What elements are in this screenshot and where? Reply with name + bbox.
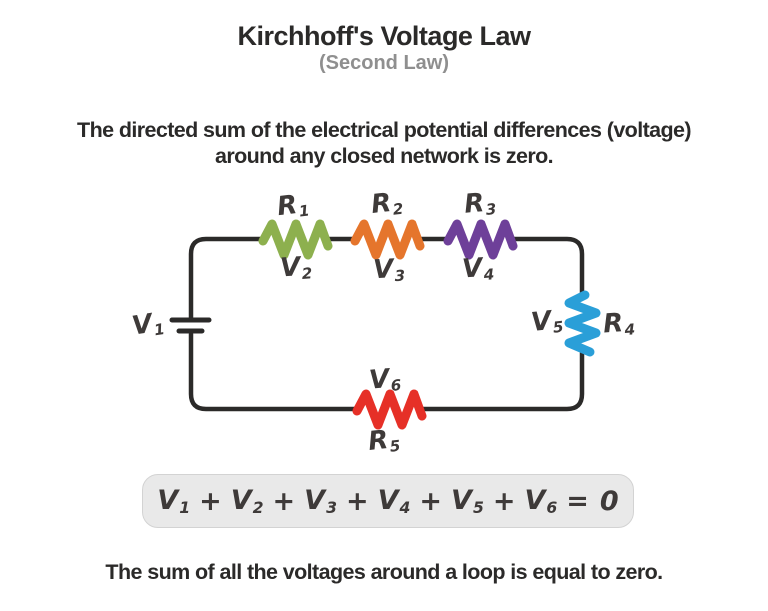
wire-top-right-and-right-upper [509, 236, 585, 297]
equation-term-v4: V4 [377, 484, 411, 518]
resistor-r1-zigzag [258, 219, 333, 260]
equation-term-v2: V2 [230, 484, 264, 518]
page-title: Kirchhoff's Voltage Law [237, 21, 531, 51]
resistor-r2-label: R2 [369, 188, 405, 220]
resistor-r3-zigzag [443, 219, 518, 260]
battery-voltage-label: V1 [129, 308, 167, 342]
voltage-v4-label: V4 [461, 253, 495, 285]
voltage-v3-label: V3 [372, 254, 406, 286]
resistors [258, 219, 601, 430]
resistor-r2-zigzag [350, 219, 425, 260]
plus-sign: + [345, 485, 369, 517]
plus-sign: + [492, 485, 516, 517]
battery-symbol [169, 317, 212, 334]
wire-right-lower-and-bottom-right [418, 350, 585, 412]
description-line-1: The directed sum of the electrical poten… [77, 118, 692, 142]
wire-bottom-left-and-left-lower [188, 331, 360, 412]
plus-sign: + [419, 485, 443, 517]
equation-term-v6: V6 [524, 484, 558, 518]
resistor-r1-label: R1 [275, 189, 311, 223]
description-line-2: around any closed network is zero. [214, 144, 554, 168]
equation-term-v1: V1 [157, 484, 191, 518]
resistor-r5-zigzag [352, 389, 427, 430]
circuit-wires [188, 236, 585, 412]
voltage-v6-label: V6 [367, 364, 403, 396]
equation-term-v3: V3 [304, 484, 337, 518]
plus-sign: + [199, 485, 222, 517]
equation-term-v5: V5 [451, 484, 484, 518]
equation-box: V1 + V2 + V3 + V4 + V5 + V6 = 0 [142, 474, 634, 528]
plus-sign: + [272, 485, 296, 517]
voltage-v2-label: V2 [279, 252, 313, 284]
resistor-r4-zigzag [564, 290, 601, 357]
equals-sign: = [566, 485, 589, 517]
voltage-v5-label: V5 [529, 306, 565, 338]
footer-caption: The sum of all the voltages around a loo… [105, 560, 663, 584]
equation-result: 0 [599, 485, 619, 517]
page-subtitle: (Second Law) [318, 52, 449, 74]
resistor-r4-label: R4 [602, 308, 636, 340]
resistor-r3-label: R3 [462, 188, 498, 220]
resistor-r5-label: R5 [366, 425, 402, 457]
description: The directed sum of the electrical poten… [0, 117, 768, 169]
wire-left-upper-and-top-segment [188, 236, 266, 322]
